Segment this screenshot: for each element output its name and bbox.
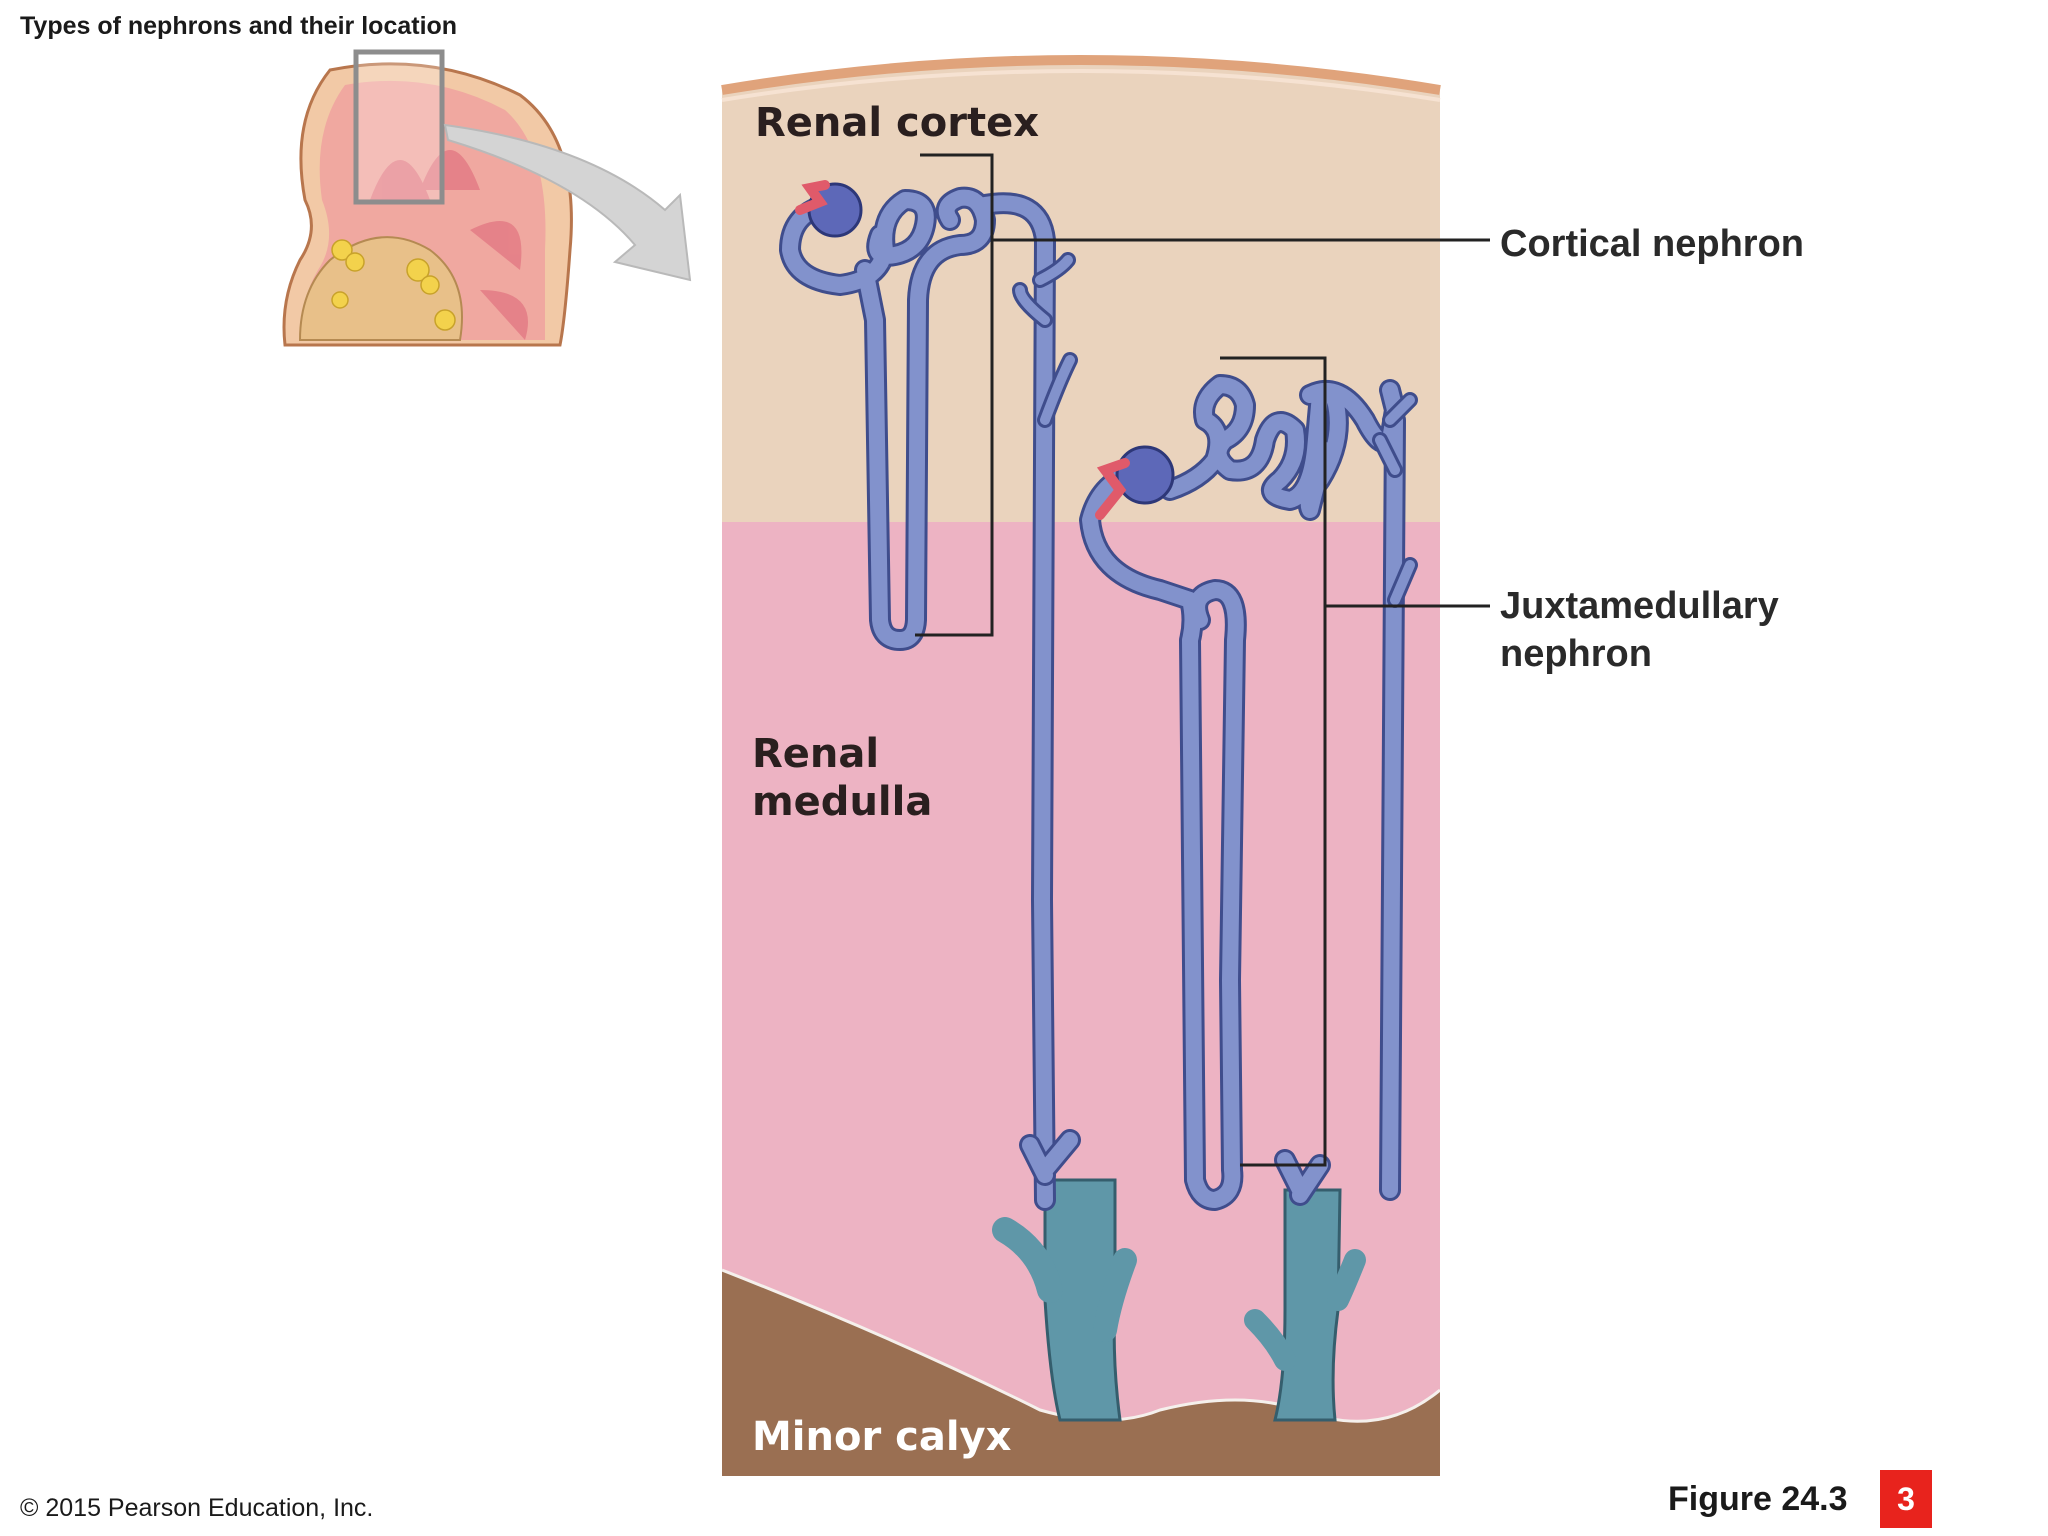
slide-title: Types of nephrons and their location <box>20 12 458 40</box>
cortical-glomerulus <box>795 180 863 238</box>
calyx-region <box>722 1270 1440 1476</box>
cortical-nephron <box>779 186 1081 1211</box>
renal-capsule <box>721 55 1441 95</box>
inset-zoom-box <box>353 49 445 205</box>
copyright-notice: © 2015 Pearson Education, Inc. <box>20 1494 374 1522</box>
renal-medulla-label: Renal medulla <box>752 731 933 825</box>
cortical-nephron-label: Cortical nephron <box>1500 223 1805 265</box>
juxtamedullary-nephron-label: Juxtamedullary nephron <box>1500 585 1779 675</box>
zoom-arrow <box>443 123 692 282</box>
juxtamedullary-nephron <box>1079 374 1418 1211</box>
collecting-duct-bases <box>992 1178 1366 1422</box>
callout-lines <box>915 153 1490 1167</box>
page-number-badge: 3 <box>1880 1470 1932 1528</box>
figure-reference: Figure 24.3 <box>1668 1480 1848 1518</box>
juxtamedullary-glomerulus <box>1095 445 1175 520</box>
minor-calyx-label: Minor calyx <box>752 1414 1012 1460</box>
kidney-inset <box>282 49 692 347</box>
renal-cortex-label: Renal cortex <box>755 100 1040 146</box>
